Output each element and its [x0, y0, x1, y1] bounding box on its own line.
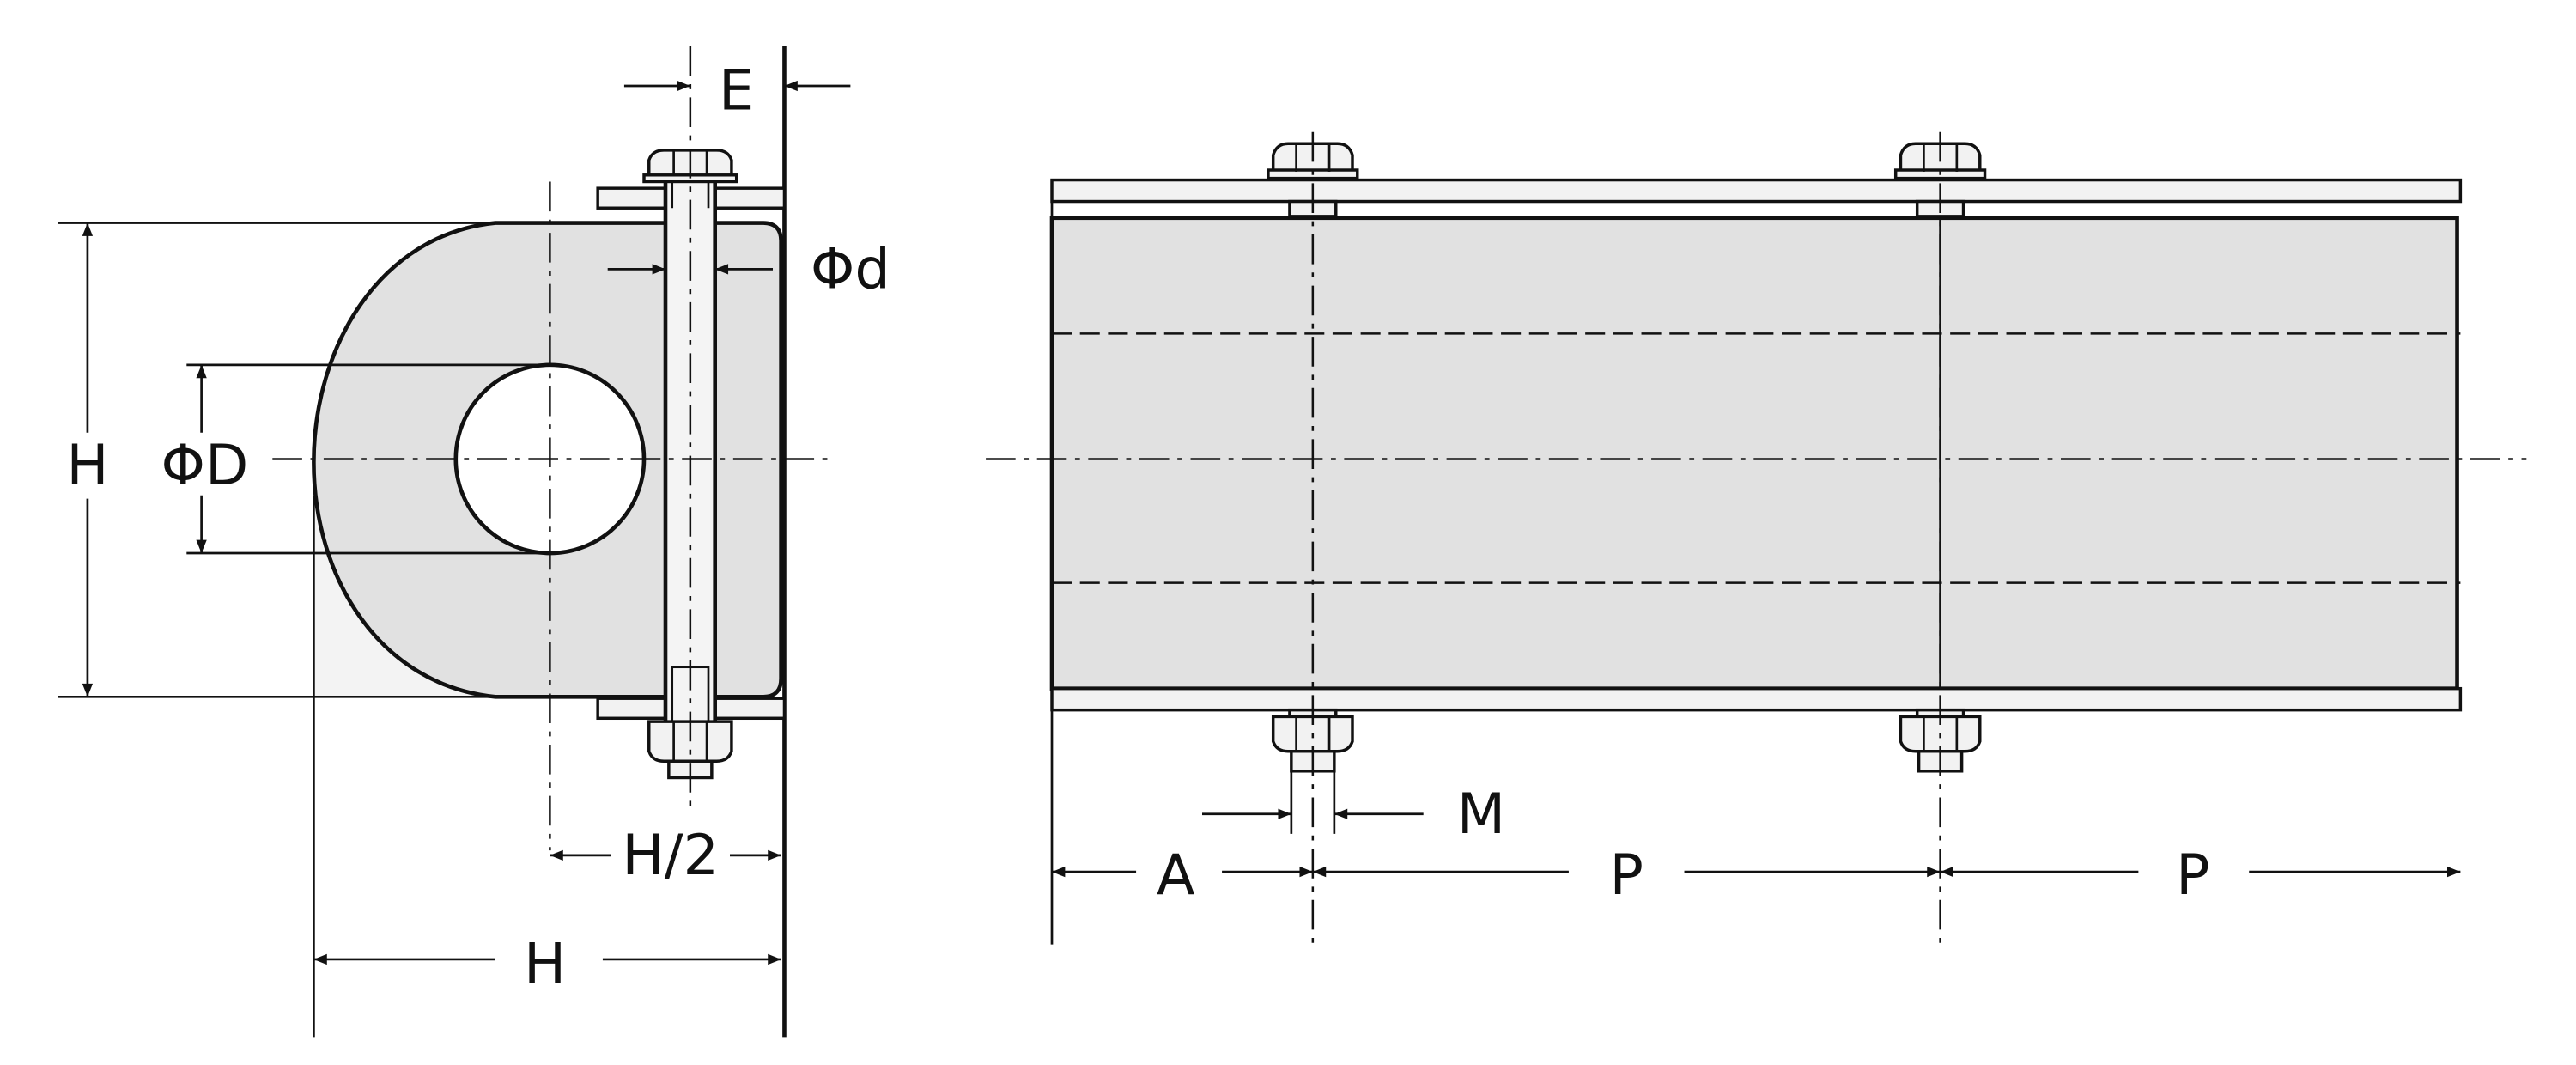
label-bolt-diameter: Φd	[811, 236, 890, 301]
label-start-offset: A	[1157, 843, 1195, 908]
label-pitch-1: P	[1610, 843, 1643, 908]
label-width: H	[524, 932, 566, 997]
label-height: H	[66, 433, 108, 498]
bolt-2	[1893, 131, 1987, 945]
side-view: H ΦD E Φd H/2 H	[58, 46, 890, 1038]
label-bolt-offset: E	[719, 58, 754, 124]
label-half-height: H/2	[622, 823, 719, 888]
label-nut-width: M	[1457, 782, 1505, 847]
top-strip	[1050, 178, 2463, 204]
tray-body	[1049, 216, 2459, 691]
bottom-strip	[1050, 686, 2463, 712]
bolt-1	[1267, 131, 1359, 945]
label-hole-diameter: ΦD	[161, 433, 249, 498]
label-pitch-2: P	[2176, 843, 2209, 908]
front-view: M A P P	[986, 131, 2527, 945]
